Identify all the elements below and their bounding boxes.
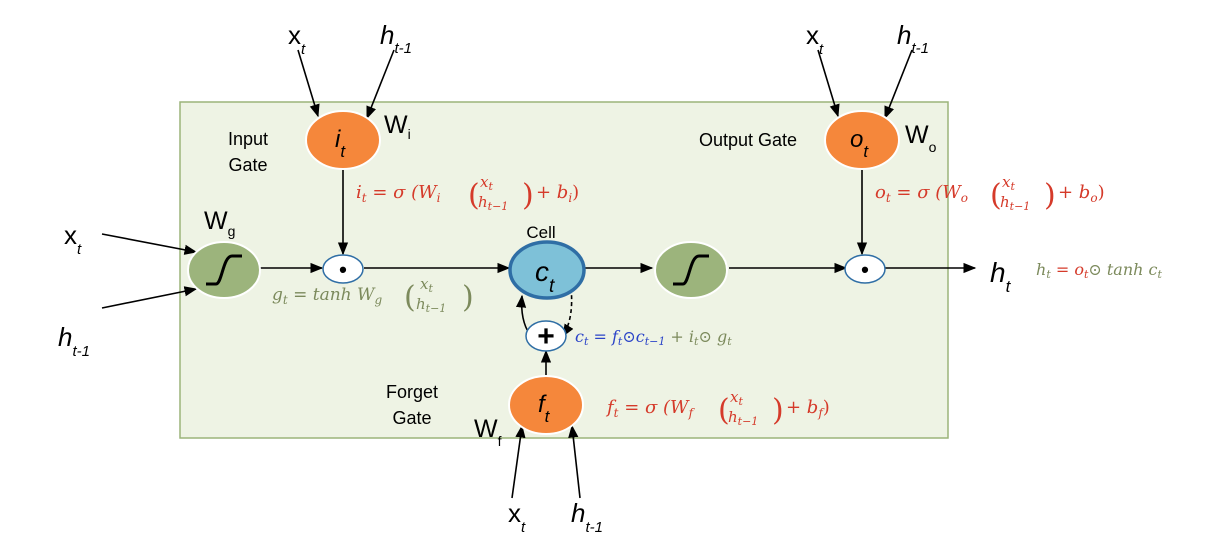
output-gate-weight: Wo bbox=[905, 121, 937, 155]
g-gate-weight: Wg bbox=[204, 207, 235, 239]
forget-gate-label-2: Gate bbox=[392, 408, 431, 428]
add-symbol: + bbox=[537, 320, 555, 353]
svg-text:it = σ (Wi: it = σ (Wi bbox=[356, 182, 441, 205]
input-gate-h-label: ht-1 bbox=[380, 20, 412, 57]
cell-state-symbol: ct bbox=[535, 256, 555, 297]
ht1-to-output-gate-arrow bbox=[884, 49, 913, 120]
svg-text:ct = ft⊙ct−1 + it⊙ gt: ct = ft⊙ct−1 + it⊙ gt bbox=[575, 327, 732, 348]
input-gate-equation: it = σ (Wi ( xt ht−1 ) + bi) bbox=[356, 173, 579, 213]
output-mult-node bbox=[844, 254, 886, 284]
ht1-to-g-arrow bbox=[101, 286, 198, 309]
input-gate-weight: Wi bbox=[384, 111, 411, 142]
xt-to-forget-gate-arrow bbox=[511, 424, 526, 499]
output-equation: ht = ot⊙ tanh ct bbox=[1036, 260, 1163, 281]
g-gate-equation: gt = tanh Wg ( xt ht−1 ) bbox=[272, 275, 474, 315]
xt-to-g-arrow bbox=[101, 233, 198, 255]
output-gate-h-label: ht-1 bbox=[897, 20, 929, 57]
xt-to-input-gate-arrow bbox=[297, 49, 320, 118]
cell-state-node bbox=[508, 240, 586, 300]
svg-text:+ bi): + bi) bbox=[536, 182, 579, 205]
ht1-to-input-gate-arrow bbox=[366, 49, 395, 120]
cell-state-equation: ct = ft⊙ct−1 + it⊙ gt bbox=[575, 327, 732, 348]
output-gate-x-label: xt bbox=[806, 20, 824, 58]
mult-dot-symbol-out: • bbox=[861, 257, 869, 282]
add-node bbox=[525, 320, 567, 352]
svg-text:ht = ot⊙ tanh ct: ht = ot⊙ tanh ct bbox=[1036, 260, 1163, 281]
input-gate-symbol: it bbox=[335, 126, 346, 161]
svg-text:xt: xt bbox=[420, 275, 433, 295]
svg-text:): ) bbox=[772, 393, 784, 428]
svg-text:ht−1: ht−1 bbox=[416, 295, 446, 315]
svg-text:xt: xt bbox=[480, 173, 493, 193]
cell-label: Cell bbox=[526, 223, 555, 242]
output-gate-equation: ot = σ (Wo ( xt ht−1 ) + bo) bbox=[875, 173, 1105, 213]
output-gate-node bbox=[824, 110, 900, 170]
svg-text:(: ( bbox=[718, 393, 730, 428]
svg-text:xt: xt bbox=[730, 388, 743, 408]
output-h-label: ht bbox=[990, 257, 1012, 296]
input-gate-label-1: Input bbox=[228, 129, 268, 149]
forget-gate-node bbox=[508, 375, 584, 435]
forget-gate-label-1: Forget bbox=[386, 382, 438, 402]
svg-text:ht−1: ht−1 bbox=[1000, 193, 1030, 213]
input-gate-label-2: Gate bbox=[228, 155, 267, 175]
svg-text:(: ( bbox=[404, 280, 416, 315]
mult-dot-symbol: • bbox=[339, 257, 347, 282]
svg-text:): ) bbox=[522, 178, 534, 213]
forget-gate-h-label: ht-1 bbox=[571, 498, 603, 536]
input-gate-x-label: xt bbox=[288, 20, 306, 58]
svg-text:(: ( bbox=[468, 178, 480, 213]
forget-gate-weight: Wf bbox=[474, 415, 502, 449]
g-gate-x-label: xt bbox=[64, 220, 82, 258]
forget-gate-symbol: ft bbox=[538, 391, 551, 426]
input-gate-node bbox=[305, 110, 381, 170]
svg-text:+ bo): + bo) bbox=[1058, 182, 1105, 205]
output-gate-symbol: ot bbox=[850, 126, 869, 161]
input-mult-node bbox=[322, 254, 364, 284]
svg-text:ft = σ (Wf: ft = σ (Wf bbox=[605, 397, 696, 420]
svg-text:xt: xt bbox=[1002, 173, 1015, 193]
output-gate-label: Output Gate bbox=[699, 130, 797, 150]
g-sigmoid-icon bbox=[206, 254, 242, 286]
svg-text:(: ( bbox=[990, 178, 1002, 213]
svg-text:gt = tanh Wg: gt = tanh Wg bbox=[272, 285, 383, 307]
connection-lines bbox=[101, 49, 977, 499]
svg-text:+ bf): + bf) bbox=[786, 397, 830, 420]
cell-tanh-sigmoid-icon bbox=[673, 254, 709, 286]
g-gate-h-label: ht-1 bbox=[58, 322, 90, 360]
forget-gate-x-label: xt bbox=[508, 498, 526, 536]
svg-text:ht−1: ht−1 bbox=[478, 193, 508, 213]
svg-text:ot = σ (Wo: ot = σ (Wo bbox=[875, 182, 968, 205]
svg-text:): ) bbox=[462, 280, 474, 315]
svg-text:ht−1: ht−1 bbox=[728, 408, 758, 428]
svg-text:): ) bbox=[1044, 178, 1056, 213]
ht1-to-forget-gate-arrow bbox=[568, 424, 581, 499]
forget-gate-equation: ft = σ (Wf ( xt ht−1 ) + bf) bbox=[605, 388, 830, 428]
xt-to-output-gate-arrow bbox=[817, 49, 840, 118]
